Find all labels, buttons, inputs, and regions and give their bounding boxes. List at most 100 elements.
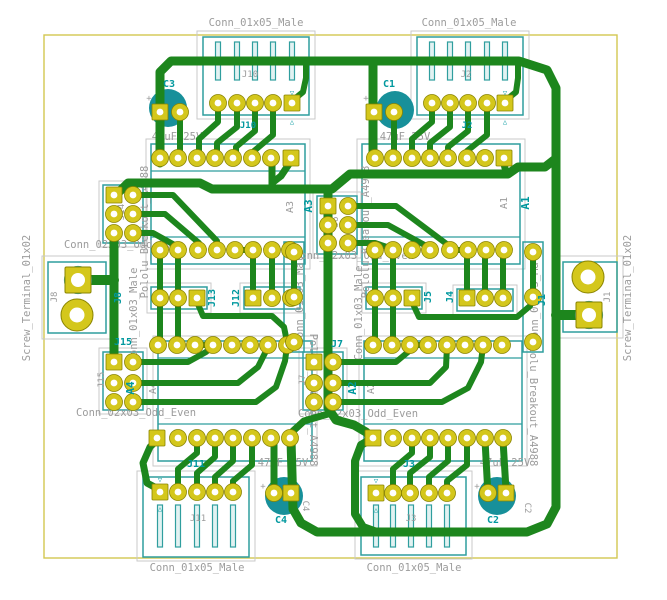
reference-label: △ (290, 118, 295, 126)
pad-hole (269, 99, 277, 107)
pad-hole (174, 434, 182, 442)
pad-hole (193, 434, 201, 442)
pad-hole (371, 294, 379, 302)
pad-hole (444, 154, 452, 162)
pad-hole (71, 273, 85, 287)
reference-label: C2 (487, 515, 499, 526)
silkscreen-text: Pololu_Breakout_A4988 (527, 334, 539, 467)
footprint-outline[interactable] (522, 241, 544, 353)
reference-label: J8 (113, 292, 124, 304)
pad-hole (324, 239, 332, 247)
copper-trace[interactable] (194, 434, 218, 494)
silkscreen-text: J7 (298, 375, 308, 386)
pad-hole (310, 398, 318, 406)
pad-hole (156, 488, 164, 496)
silkscreen-text: Conn_01x05_Male (367, 562, 462, 574)
reference-label: ▽ (158, 476, 163, 484)
copper-trace[interactable] (196, 101, 221, 162)
pad-hole (154, 341, 162, 349)
copper-trace[interactable] (194, 299, 290, 345)
pad-hole (246, 341, 254, 349)
pad-hole (426, 154, 434, 162)
pad-hole (248, 154, 256, 162)
reference-label: ▽ (374, 477, 379, 485)
reference-label: J15 (114, 337, 132, 348)
pad-hole (249, 294, 257, 302)
pad-hole (502, 489, 510, 497)
reference-label: J4 (445, 291, 456, 303)
pad-hole (229, 434, 237, 442)
pad-hole (248, 434, 256, 442)
copper-trace[interactable] (409, 101, 435, 162)
silkscreen-text: Screw_Terminal_01x02 (21, 235, 33, 361)
silkscreen-text: Conn_01x05_Male (209, 17, 304, 29)
pad-hole (408, 434, 416, 442)
copper-trace[interactable] (345, 222, 433, 251)
pad-hole (290, 248, 298, 256)
pad-hole (446, 99, 454, 107)
pad-hole (211, 488, 219, 496)
pad-hole (344, 221, 352, 229)
footprint-outline[interactable] (360, 476, 467, 556)
pad-hole (482, 246, 490, 254)
pad-hole (479, 341, 487, 349)
pad-hole (464, 99, 472, 107)
pad-hole (444, 434, 452, 442)
footprint-outline[interactable] (47, 261, 107, 334)
copper-trace[interactable] (351, 434, 381, 536)
pad-hole (388, 341, 396, 349)
pad-hole (176, 108, 184, 116)
copper-trace[interactable] (330, 343, 450, 386)
pad-hole (129, 379, 137, 387)
silkscreen-text: Conn_01x03_Male (353, 266, 365, 361)
silkscreen-text: + (363, 94, 369, 104)
pad-hole (156, 246, 164, 254)
copper-trace[interactable] (407, 434, 433, 495)
silkscreen-text: 47uF 25V (258, 457, 309, 469)
pad-hole (156, 108, 164, 116)
pad-hole (324, 202, 332, 210)
footprint-outline[interactable] (150, 143, 306, 265)
copper-trace[interactable] (130, 343, 290, 405)
silkscreen-text: C4 (300, 501, 310, 512)
pad-hole (290, 293, 298, 301)
pad-hole (129, 210, 137, 218)
copper-trace[interactable] (109, 155, 559, 202)
pad-hole (156, 294, 164, 302)
pad-hole (229, 154, 237, 162)
pad-hole (287, 154, 295, 162)
reference-label: J11 (187, 459, 205, 470)
pad-hole (529, 338, 537, 346)
pad-hole (268, 294, 276, 302)
pad-hole (369, 434, 377, 442)
pad-hole (425, 489, 433, 497)
pad-hole (389, 489, 397, 497)
silkscreen-text: A4 (148, 382, 159, 394)
pad-hole (193, 154, 201, 162)
silkscreen-text: Pololu_Breakout_A4988 (360, 166, 372, 299)
reference-label: C3 (163, 79, 175, 90)
pad-hole (194, 246, 202, 254)
pad-hole (389, 434, 397, 442)
pad-hole (129, 191, 137, 199)
pin-slot (425, 504, 433, 548)
pad-hole (129, 229, 137, 237)
copper-trace[interactable] (155, 56, 561, 537)
pad-hole (287, 489, 295, 497)
copper-trace[interactable] (499, 436, 510, 494)
reference-label: △ (374, 506, 379, 514)
copper-trace[interactable] (330, 343, 486, 405)
pad-hole (329, 398, 337, 406)
pad-hole (500, 246, 508, 254)
pad-hole (267, 434, 275, 442)
silkscreen-text: Conn_01x05_Male (422, 17, 517, 29)
pad-hole (372, 489, 380, 497)
pad-hole (481, 434, 489, 442)
pad-hole (288, 99, 296, 107)
silkscreen-text: A2 (366, 382, 377, 394)
pad-hole (428, 99, 436, 107)
pin-slot (389, 504, 397, 548)
pad-hole (286, 434, 294, 442)
